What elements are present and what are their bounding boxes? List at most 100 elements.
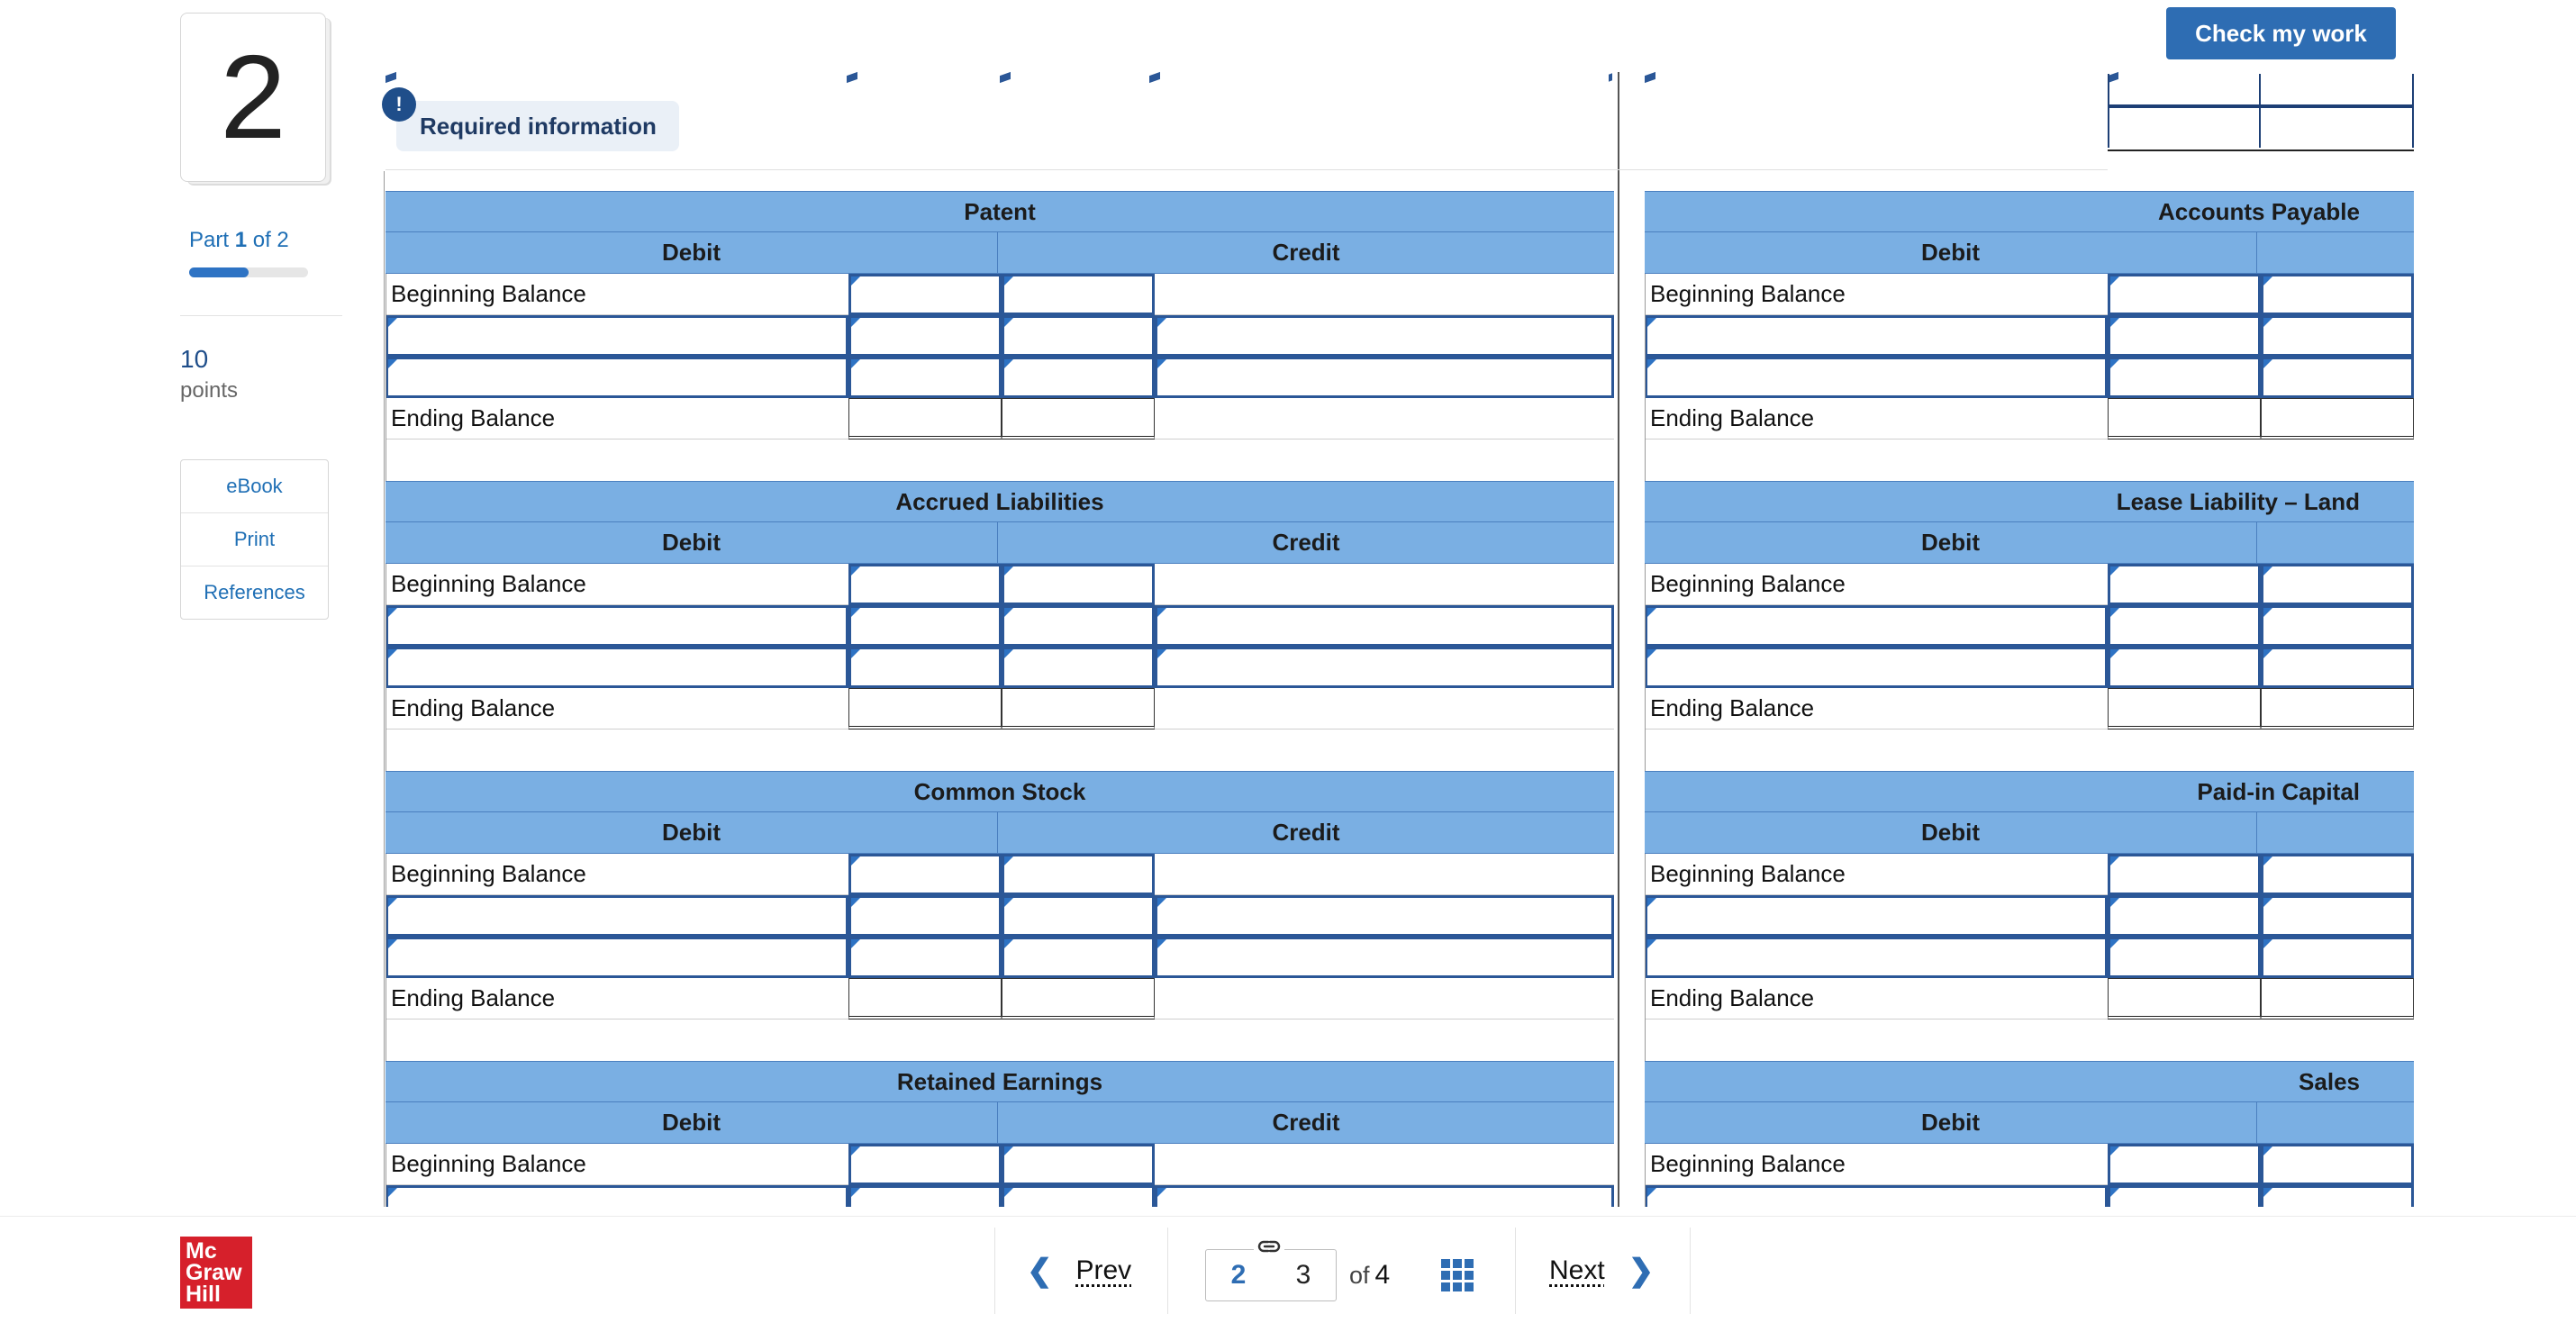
- scrolled-row-remnant: [1149, 71, 1160, 84]
- credit-side-blank: [1155, 854, 1614, 895]
- credit-amount-input[interactable]: [1002, 315, 1155, 357]
- credit-amount-input[interactable]: [1002, 357, 1155, 398]
- prev-button[interactable]: ❮ Prev: [1027, 1251, 1131, 1291]
- debit-description-select[interactable]: [1645, 315, 2108, 357]
- debit-header: Debit: [1645, 522, 2257, 564]
- debit-amount-input[interactable]: [848, 605, 1002, 647]
- debit-header: Debit: [1645, 1102, 2257, 1144]
- credit-description-select[interactable]: [1155, 1185, 1614, 1207]
- debit-amount-input[interactable]: [848, 1144, 1002, 1185]
- credit-amount-input[interactable]: [2261, 854, 2414, 895]
- ebook-link[interactable]: eBook: [181, 460, 328, 513]
- credit-description-select[interactable]: [1155, 605, 1614, 647]
- debit-description-select[interactable]: [385, 937, 848, 978]
- references-link[interactable]: References: [204, 581, 305, 603]
- credit-description-select[interactable]: [1155, 937, 1614, 978]
- grid-icon[interactable]: [1441, 1259, 1474, 1291]
- credit-amount-input[interactable]: [2261, 895, 2414, 937]
- debit-amount-input[interactable]: [848, 564, 1002, 605]
- debit-amount-input[interactable]: [2108, 274, 2261, 315]
- debit-amount-input[interactable]: [848, 274, 1002, 315]
- panel-border: [1645, 1144, 1646, 1207]
- next-button[interactable]: Next ❯: [1549, 1251, 1654, 1291]
- nav-separator: [1167, 1228, 1168, 1314]
- credit-amount-input[interactable]: [1002, 274, 1155, 315]
- debit-description-select[interactable]: [1645, 605, 2108, 647]
- credit-amount-input[interactable]: [2261, 1144, 2414, 1185]
- ending-balance-label: Ending Balance: [1645, 688, 2108, 729]
- debit-amount-input[interactable]: [2108, 315, 2261, 357]
- ending-balance-label: Ending Balance: [385, 978, 848, 1019]
- print-link[interactable]: Print: [181, 513, 328, 566]
- debit-description-select[interactable]: [385, 647, 848, 688]
- credit-amount-input[interactable]: [2261, 647, 2414, 688]
- credit-amount-input[interactable]: [1002, 854, 1155, 895]
- debit-amount-input[interactable]: [848, 854, 1002, 895]
- scrolled-row-remnant: [2259, 74, 2261, 148]
- nav-separator: [994, 1228, 995, 1314]
- credit-header: Credit: [998, 522, 1614, 564]
- credit-amount-input[interactable]: [1002, 605, 1155, 647]
- debit-amount-input[interactable]: [2108, 1185, 2261, 1207]
- debit-description-select[interactable]: [385, 1185, 848, 1207]
- required-information-banner[interactable]: Required information: [396, 101, 679, 151]
- account-title: Common Stock: [385, 771, 1614, 812]
- debit-description-select[interactable]: [1645, 647, 2108, 688]
- debit-description-select[interactable]: [1645, 1185, 2108, 1207]
- check-my-work-button[interactable]: Check my work: [2166, 7, 2396, 59]
- debit-description-select[interactable]: [1645, 937, 2108, 978]
- credit-side-blank: [1155, 564, 1614, 605]
- credit-amount-input[interactable]: [1002, 895, 1155, 937]
- credit-amount-input[interactable]: [2261, 315, 2414, 357]
- debit-description-select[interactable]: [385, 357, 848, 398]
- debit-amount-input[interactable]: [2108, 854, 2261, 895]
- debit-amount-input[interactable]: [848, 647, 1002, 688]
- part-of: of 2: [252, 228, 289, 252]
- credit-amount-input[interactable]: [1002, 1144, 1155, 1185]
- credit-amount-input[interactable]: [2261, 564, 2414, 605]
- of-label: of: [1349, 1262, 1370, 1289]
- credit-description-select[interactable]: [1155, 895, 1614, 937]
- chevron-right-icon: ❯: [1628, 1254, 1655, 1288]
- scrolled-row-remnant: [385, 71, 396, 84]
- debit-amount-input[interactable]: [848, 895, 1002, 937]
- credit-amount-input[interactable]: [2261, 1185, 2414, 1207]
- page-selector[interactable]: 2 3: [1205, 1249, 1337, 1301]
- credit-description-select[interactable]: [1155, 357, 1614, 398]
- nav-separator: [1515, 1228, 1516, 1314]
- debit-amount-input[interactable]: [2108, 937, 2261, 978]
- debit-amount-input[interactable]: [2108, 357, 2261, 398]
- credit-amount-input[interactable]: [2261, 357, 2414, 398]
- debit-amount-input[interactable]: [2108, 647, 2261, 688]
- debit-amount-input[interactable]: [2108, 1144, 2261, 1185]
- debit-amount-input[interactable]: [848, 315, 1002, 357]
- debit-amount-input[interactable]: [2108, 895, 2261, 937]
- debit-amount-input[interactable]: [2108, 605, 2261, 647]
- credit-amount-input[interactable]: [2261, 274, 2414, 315]
- credit-description-select[interactable]: [1155, 647, 1614, 688]
- account-title: Accrued Liabilities: [385, 481, 1614, 522]
- credit-header: Credit: [998, 812, 1614, 854]
- credit-amount-input[interactable]: [1002, 647, 1155, 688]
- credit-header: [2257, 1102, 2414, 1144]
- debit-amount-input[interactable]: [2108, 564, 2261, 605]
- credit-amount-input[interactable]: [1002, 564, 1155, 605]
- total-pages: 4: [1374, 1260, 1391, 1290]
- credit-amount-input[interactable]: [1002, 1185, 1155, 1207]
- scrolled-row-remnant: [2108, 74, 2109, 148]
- debit-description-select[interactable]: [1645, 895, 2108, 937]
- debit-amount-input[interactable]: [848, 937, 1002, 978]
- debit-amount-input[interactable]: [848, 357, 1002, 398]
- credit-amount-input[interactable]: [2261, 937, 2414, 978]
- next-page-number[interactable]: 3: [1295, 1260, 1311, 1290]
- credit-amount-input[interactable]: [1002, 937, 1155, 978]
- credit-description-select[interactable]: [1155, 315, 1614, 357]
- debit-description-select[interactable]: [385, 605, 848, 647]
- debit-description-select[interactable]: [385, 895, 848, 937]
- credit-amount-input[interactable]: [2261, 605, 2414, 647]
- debit-description-select[interactable]: [1645, 357, 2108, 398]
- debit-description-select[interactable]: [385, 315, 848, 357]
- debit-amount-input[interactable]: [848, 1185, 1002, 1207]
